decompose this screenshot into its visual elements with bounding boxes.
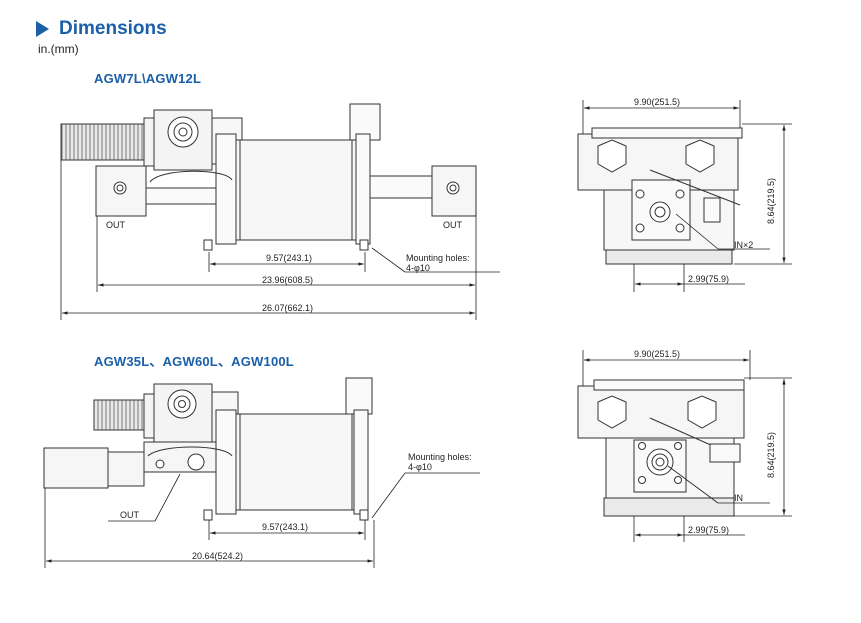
side-width-top: 9.90(251.5) [634, 97, 680, 107]
side-in-top: IN×2 [734, 240, 753, 250]
mounting-holes-value-top: 4-φ10 [406, 263, 430, 273]
side-in-bottom: IN [734, 493, 743, 503]
silencer-muffler-bottom [93, 399, 145, 431]
out-label-right: OUT [443, 220, 463, 230]
section-title: Dimensions [36, 18, 167, 40]
mounting-holes-label-top: Mounting holes: [406, 253, 470, 263]
page-title: Dimensions [59, 18, 167, 39]
side-base-bottom: 2.99(75.9) [688, 525, 729, 535]
top-side-dimensions [582, 100, 792, 292]
side-base-top: 2.99(75.9) [688, 274, 729, 284]
dim-mount-spacing-bottom: 9.57(243.1) [262, 522, 308, 532]
model-label-top: AGW7L\AGW12L [94, 71, 202, 86]
dim-overall-length-bottom: 20.64(524.2) [192, 551, 243, 561]
top-front-dimensions [60, 160, 500, 320]
top-side-view [577, 127, 743, 265]
side-height-bottom: 8.64(219.5) [766, 432, 776, 478]
bottom-side-dimensions [582, 350, 792, 542]
top-front-view [60, 103, 477, 251]
mounting-holes-value-bottom: 4-φ10 [408, 462, 432, 472]
side-height-top: 8.64(219.5) [766, 178, 776, 224]
bottom-front-view [43, 377, 373, 521]
dim-inner-length-top: 23.96(608.5) [262, 275, 313, 285]
bottom-side-view [577, 379, 745, 517]
side-width-bottom: 9.90(251.5) [634, 349, 680, 359]
dim-mount-spacing-top: 9.57(243.1) [266, 253, 312, 263]
bottom-front-dimensions [44, 472, 480, 568]
model-label-bottom: AGW35L、AGW60L、AGW100L [94, 354, 294, 369]
out-label-bottom: OUT [120, 510, 140, 520]
out-label-left: OUT [106, 220, 126, 230]
play-triangle-icon [36, 21, 49, 37]
mounting-holes-label-bottom: Mounting holes: [408, 452, 472, 462]
silencer-muffler [60, 123, 145, 161]
unit-label: in.(mm) [38, 42, 79, 56]
dim-overall-length-top: 26.07(662.1) [262, 303, 313, 313]
air-cylinder [235, 139, 357, 241]
